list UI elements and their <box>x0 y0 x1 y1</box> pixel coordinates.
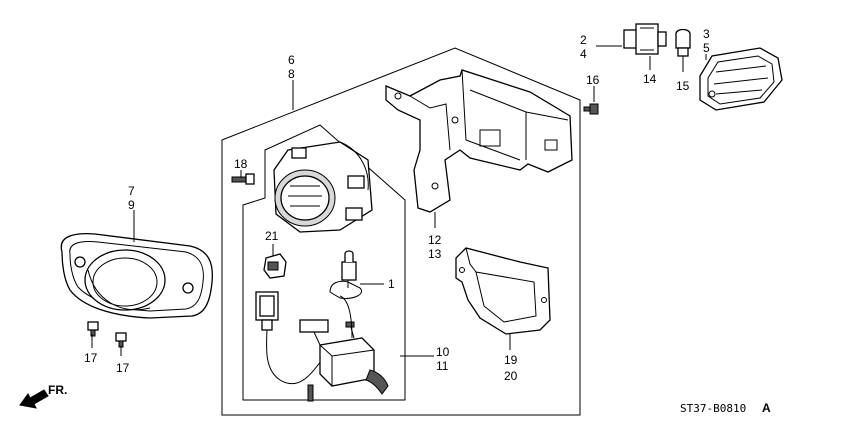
front-direction-arrow-icon <box>19 389 49 409</box>
callout-labels: 1 2 4 3 5 6 8 7 9 10 11 12 13 14 15 16 1… <box>84 27 710 383</box>
harness-connector <box>255 291 329 385</box>
callout-4: 4 <box>580 47 587 61</box>
screw-18-icon <box>231 173 255 185</box>
diagram-code: ST37-B0810 <box>680 402 746 415</box>
leader-lines <box>91 45 707 357</box>
callout-9: 9 <box>128 198 135 212</box>
marker-bulb-15 <box>675 28 691 57</box>
marker-socket-14 <box>623 23 667 55</box>
callout-13: 13 <box>428 247 442 261</box>
fog-light-garnish <box>60 232 214 319</box>
callout-1: 1 <box>388 277 395 291</box>
front-label: FR. <box>48 383 67 397</box>
bulb-1 <box>329 250 362 299</box>
callout-12: 12 <box>428 233 442 247</box>
callout-8: 8 <box>288 67 295 81</box>
subassembly-border <box>242 124 406 401</box>
callout-19: 19 <box>504 353 518 367</box>
mounting-bracket <box>385 69 573 213</box>
callout-3: 3 <box>703 27 710 41</box>
callout-16: 16 <box>586 73 600 87</box>
callout-15: 15 <box>676 79 690 93</box>
callout-14: 14 <box>643 72 657 86</box>
callout-17a: 17 <box>84 351 98 365</box>
callout-21: 21 <box>265 229 279 243</box>
assembly-border <box>221 47 581 416</box>
fog-light-housing <box>273 141 373 233</box>
ballast-unit <box>307 295 389 402</box>
lower-bracket <box>455 247 551 335</box>
screw-17b-icon <box>115 332 127 348</box>
callout-2: 2 <box>580 33 587 47</box>
callout-20: 20 <box>504 369 518 383</box>
callout-18: 18 <box>234 157 248 171</box>
callout-7: 7 <box>128 184 135 198</box>
side-marker-lens <box>699 47 783 111</box>
callout-6: 6 <box>288 53 295 67</box>
callout-10: 10 <box>436 345 450 359</box>
diagram-code-suffix: A <box>762 401 771 415</box>
bulb-socket-21 <box>263 253 287 279</box>
callout-5: 5 <box>703 41 710 55</box>
callout-11: 11 <box>436 359 449 373</box>
screw-17a-icon <box>87 321 99 337</box>
callout-17b: 17 <box>116 361 130 375</box>
screw-16-icon <box>583 103 599 115</box>
